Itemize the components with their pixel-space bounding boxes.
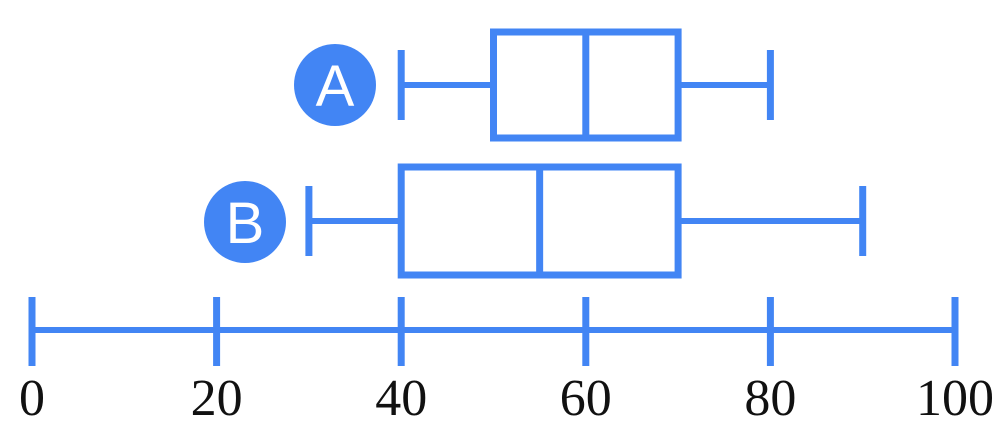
series-label-circle-A	[294, 44, 376, 126]
axis-tick-label-0: 0	[19, 370, 45, 427]
axis-tick-label-100: 100	[916, 370, 994, 427]
axis-tick-label-20: 20	[191, 370, 243, 427]
axis-tick-label-40: 40	[375, 370, 427, 427]
axis-tick-label-80: 80	[744, 370, 796, 427]
series-label-text-B: B	[226, 191, 265, 256]
series-label-circle-B	[204, 181, 286, 263]
axis-tick-label-60: 60	[560, 370, 612, 427]
series-label-text-A: A	[316, 54, 355, 119]
